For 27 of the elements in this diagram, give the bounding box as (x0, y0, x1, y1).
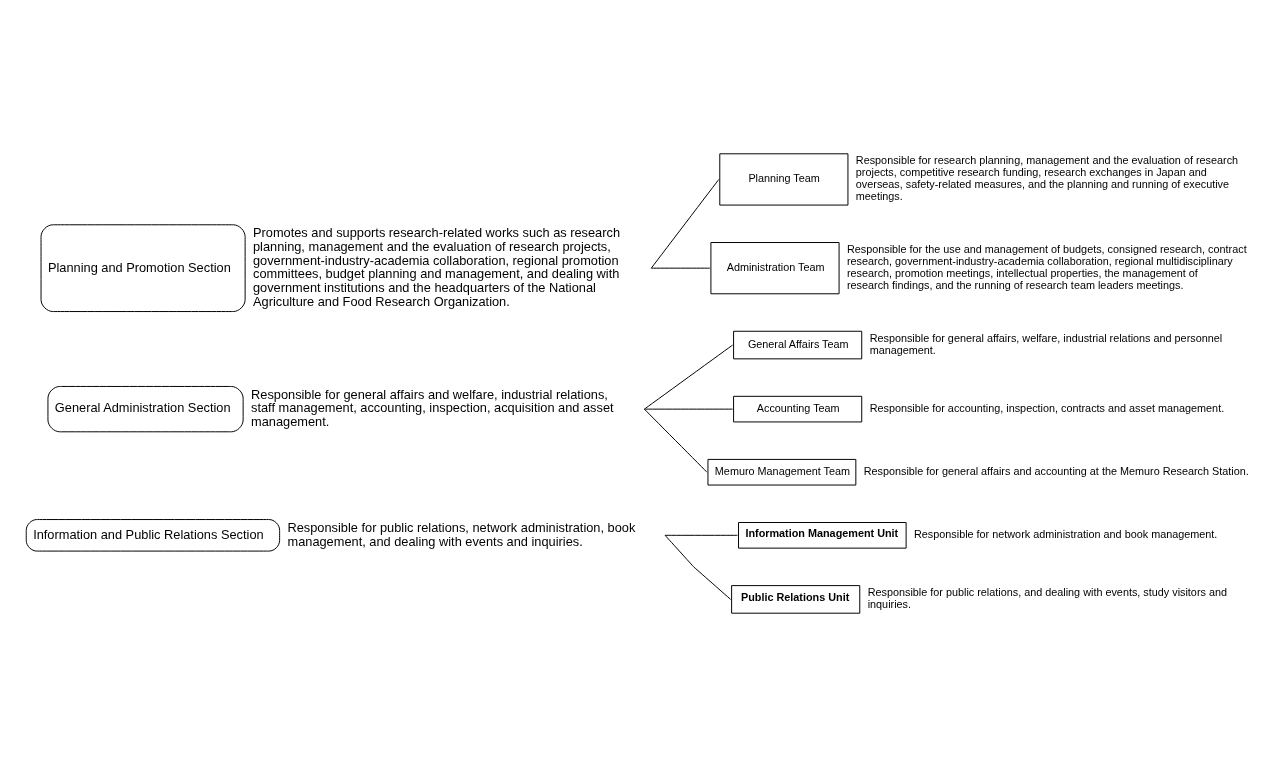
node-box: Memuro Management Team (707, 458, 857, 486)
node-box: Information Management Unit (738, 522, 907, 549)
node-label: Promotes and supports research-related works such as research planning, management and the evaluation of research projects, government-industry-academia collaboration, regional promotion committees, budget planning and management, and dealing with government institutions and the headquarters of the National Agriculture and Food Research Organization. (253, 225, 621, 310)
connector (650, 267, 711, 269)
node-box: Public Relations Unit (731, 585, 861, 614)
connector (664, 534, 739, 536)
connector (643, 344, 734, 410)
connector (664, 534, 732, 600)
node-box: General Administration Section (47, 385, 244, 433)
node-label: Responsible for general affairs and accounting at the Memuro Research Station. (863, 464, 1249, 477)
node-box: Planning Team (719, 153, 849, 206)
connector (643, 408, 708, 473)
node-label: Responsible for public relations, network administration, book management, and dealing with events and inquiries. (287, 519, 636, 549)
node-box: General Affairs Team (733, 330, 863, 360)
node-label: Responsible for public relations, and dealing with events, study visitors and inquiries. (867, 586, 1228, 611)
node-box: Administration Team (710, 242, 840, 295)
node-label: Responsible for accounting, inspection, contracts and asset management. (869, 401, 1225, 414)
connector (643, 408, 734, 410)
connector (650, 178, 720, 269)
node-label: Responsible for research planning, management and the evaluation of research projects, competitive research funding, research exchanges in Japan and overseas, safety-related measures, and the planning and running of executive meetings. (855, 154, 1239, 202)
node-box: Accounting Team (733, 395, 863, 423)
node-label: Responsible for general affairs and welfare, industrial relations, staff management, accounting, inspection, acquisition and asset management. (251, 386, 614, 430)
node-label: Responsible for general affairs, welfare, industrial relations and personnel management. (869, 331, 1223, 356)
node-box: Planning and Promotion Section (40, 224, 246, 313)
node-box: Information and Public Relations Section (25, 519, 281, 552)
node-label: Responsible for the use and management of budgets, consigned research, contract research, government-industry-academia collaboration, regional multidisciplinary research, promotion meetings, intellectual properties, the management of research findings, and the running of research team leaders meetings. (846, 243, 1247, 291)
node-label: Responsible for network administration and book management. (914, 528, 1218, 541)
